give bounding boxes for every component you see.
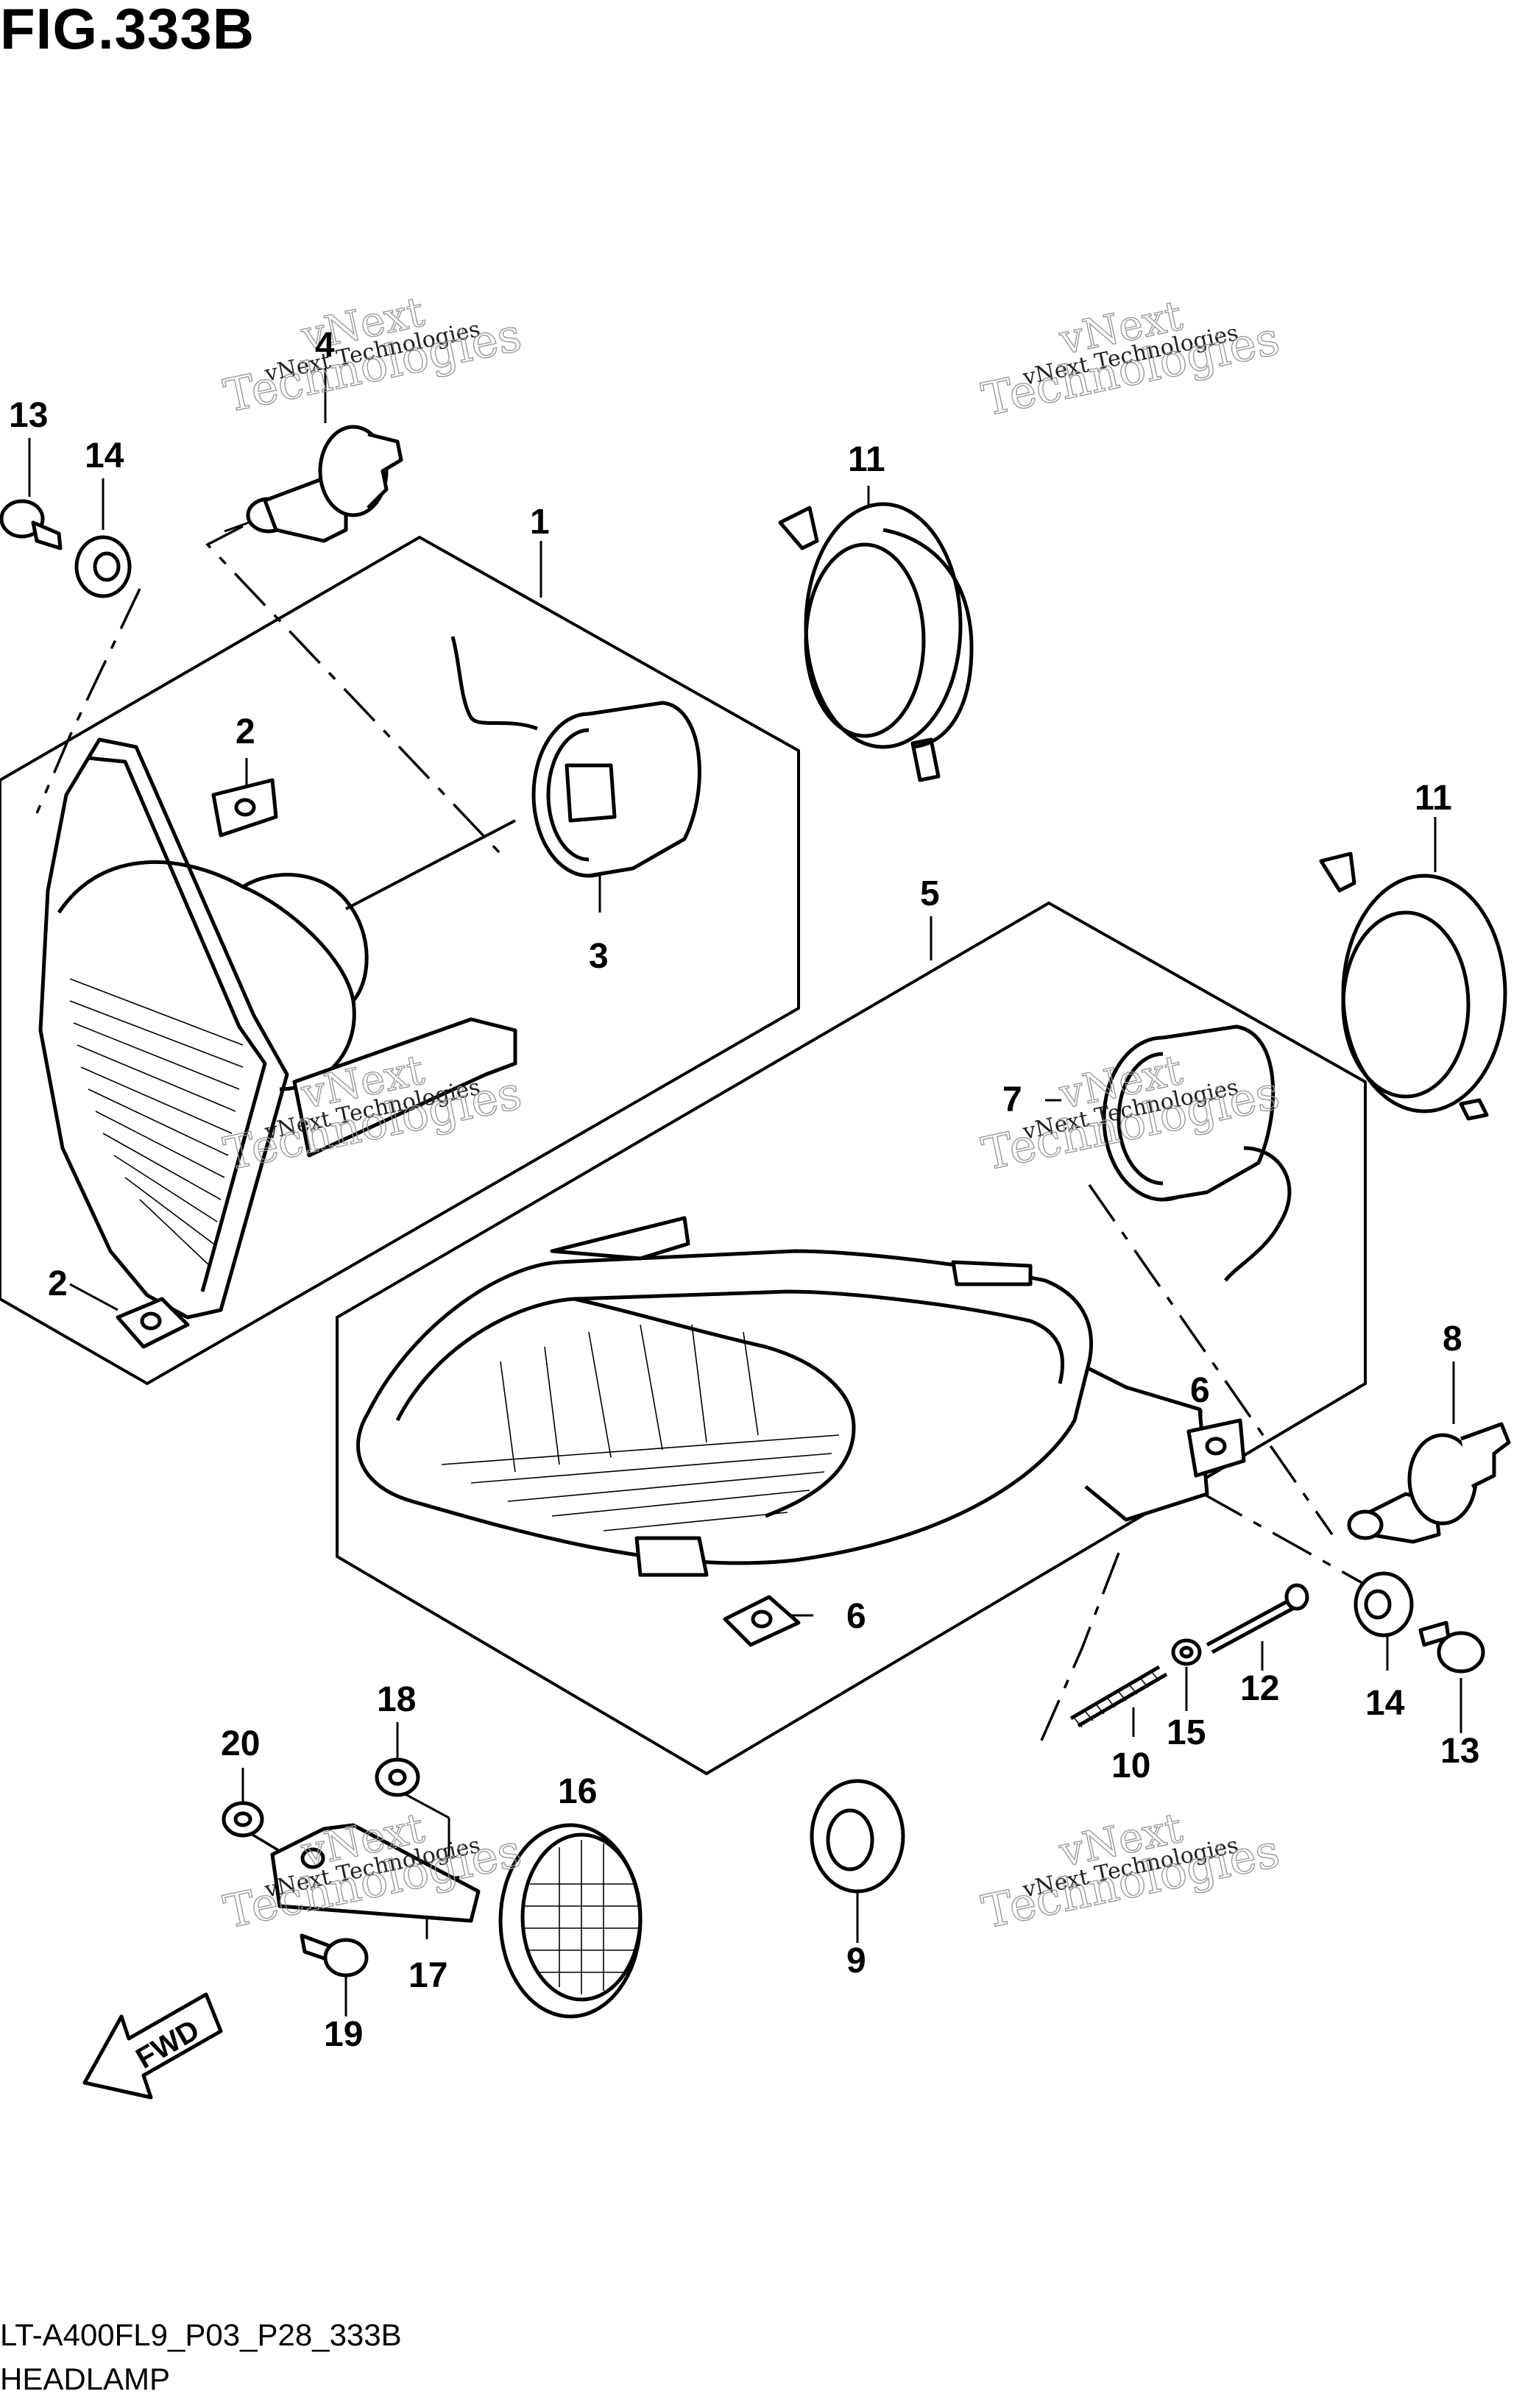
clip-2-upper: [211, 778, 278, 838]
ring-11-upper: [778, 502, 974, 782]
nut-18: [375, 1757, 420, 1797]
callout-7: 7: [1002, 1080, 1022, 1119]
watermark-3: vNext vNext Technologies Technologies: [219, 1046, 526, 1182]
callout-13b: 13: [1440, 1732, 1479, 1771]
callout-12: 12: [1240, 1669, 1279, 1708]
bracket-17: [270, 1823, 481, 1923]
callout-17: 17: [408, 1956, 447, 1995]
washer-15: [1171, 1638, 1202, 1666]
clip-6-lower: [723, 1595, 801, 1647]
figure-title: FIG.333B: [0, 0, 255, 61]
callout-20: 20: [221, 1724, 260, 1763]
bulb-8: [1347, 1422, 1511, 1544]
callout-5: 5: [920, 874, 940, 913]
callout-6b: 6: [846, 1597, 866, 1636]
callout-6a: 6: [1190, 1371, 1210, 1410]
callout-16: 16: [558, 1772, 597, 1811]
callout-4: 4: [315, 326, 335, 365]
reflector-hatch-lower: [441, 1324, 840, 1531]
callout-9: 9: [846, 1941, 866, 1980]
grommet-14-upper: [74, 535, 132, 598]
assembly-box-5: [336, 901, 1367, 1776]
screw-13-right: [1418, 1621, 1485, 1674]
grommet-9: [810, 1779, 905, 1894]
callout-19: 19: [324, 2015, 363, 2054]
figure-code: LT-A400FL9_P03_P28_333B: [0, 2317, 402, 2352]
callout-11a: 11: [848, 440, 885, 479]
clip-2-lower: [116, 1297, 190, 1349]
ring-11-right: [1319, 851, 1507, 1121]
socket-3: [450, 636, 701, 878]
callout-13a: 13: [9, 396, 48, 435]
callout-10: 10: [1111, 1746, 1150, 1785]
headlamp-housing-lower: [356, 1216, 1209, 1577]
callout-11b: 11: [1415, 779, 1452, 818]
clip-6-right: [1186, 1418, 1246, 1478]
screw-13-upper: [0, 499, 63, 550]
watermark-1: vNext vNext Technologies Technologies: [219, 288, 526, 424]
nut-20: [222, 1801, 264, 1838]
bulb-4: [224, 425, 403, 543]
grommet-14-right: [1354, 1571, 1414, 1637]
reflector-hatch-upper: [69, 978, 244, 1267]
callout-8: 8: [1443, 1320, 1462, 1359]
bolt-19: [300, 1933, 369, 1977]
callout-18: 18: [377, 1680, 416, 1719]
reflector-16: [498, 1823, 643, 2019]
socket-7: [1102, 1024, 1292, 1282]
callout-14a: 14: [85, 436, 124, 475]
callout-3: 3: [589, 937, 609, 976]
bolt-12: [1206, 1583, 1309, 1654]
callout-1: 1: [530, 503, 550, 542]
callout-14b: 14: [1365, 1684, 1405, 1723]
fwd-arrow: FWD: [82, 1992, 223, 2100]
callout-labels: 1 2 2 3 4 5 6 6 7 8 9 10 11 11 12 13 13 …: [9, 326, 1479, 2054]
figure-name: HEADLAMP: [0, 2362, 171, 2396]
spring-10: [1069, 1665, 1168, 1728]
watermark-2: vNext vNext Technologies Technologies: [977, 291, 1284, 428]
callout-2b: 2: [48, 1264, 68, 1303]
watermark-6: vNext vNext Technologies Technologies: [977, 1804, 1284, 1940]
callout-2a: 2: [236, 712, 255, 751]
callout-15: 15: [1167, 1713, 1206, 1752]
headlamp-housing-upper: [38, 737, 517, 1320]
assembly-box-1: [0, 535, 800, 1386]
